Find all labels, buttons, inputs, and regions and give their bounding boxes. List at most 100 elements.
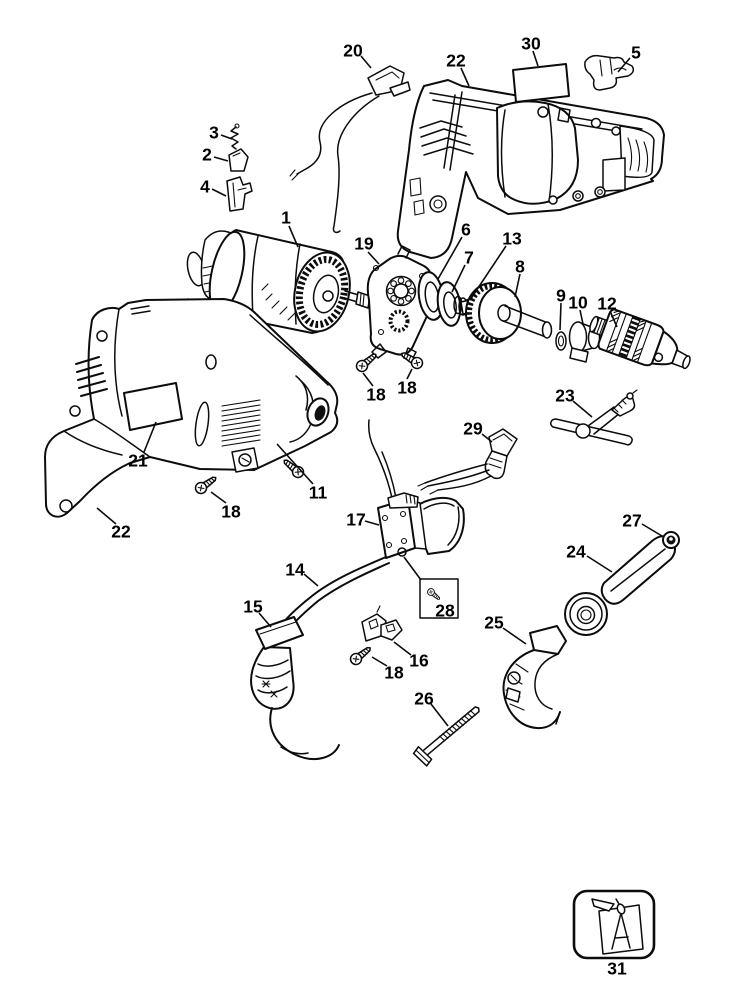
cord-protector (250, 616, 340, 760)
brush-bracket (584, 54, 635, 91)
screw-18-trigger (192, 472, 220, 497)
armature (149, 229, 371, 334)
part-number-label-18-21: 18 (221, 502, 241, 522)
leader-line-11-20 (276, 443, 314, 485)
leader-line-22-22 (96, 507, 117, 525)
leader-line-7-11 (451, 264, 466, 293)
leader-line-17-23 (364, 520, 380, 526)
brand-logo-badge (572, 889, 656, 960)
part-number-label-31-34: 31 (607, 959, 627, 979)
leader-line-20-0 (360, 55, 372, 69)
leader-line-10-14 (579, 309, 584, 325)
part-number-label-30-1: 30 (521, 34, 541, 54)
part-number-label-22-3: 22 (446, 51, 466, 71)
brush-spring (230, 123, 240, 150)
part-number-label-11-20: 11 (309, 483, 328, 503)
leader-line-19-8 (367, 251, 380, 265)
leader-line-1-7 (288, 225, 299, 248)
part-number-label-10-14: 10 (568, 293, 588, 313)
leader-line-2-5 (213, 156, 229, 162)
part-number-label-20-0: 20 (343, 41, 363, 61)
leader-line-8-12 (514, 273, 521, 298)
part-number-label-9-13: 9 (556, 286, 566, 306)
leader-line-30-1 (532, 50, 539, 67)
leader-line-16-31 (393, 641, 412, 656)
part-number-label-7-11: 7 (464, 248, 474, 268)
chuck (589, 308, 691, 370)
side-handle (564, 535, 676, 636)
housing-right-half (396, 79, 665, 259)
part-number-label-18-32: 18 (384, 663, 404, 683)
part-number-label-23-16: 23 (555, 386, 575, 406)
brush-holder (226, 176, 253, 212)
terminal-block (361, 605, 403, 642)
leader-line-26-33 (430, 703, 449, 727)
leader-line-13-10 (469, 245, 507, 301)
screw-18-gearbox-left (353, 349, 381, 375)
housing-left-half (44, 298, 339, 518)
part-number-label-16-31: 16 (409, 651, 429, 671)
boxed-screw (419, 578, 459, 619)
part-number-label-19-8: 19 (354, 234, 374, 254)
part-number-label-2-5: 2 (202, 145, 212, 165)
leader-line-5-2 (617, 57, 631, 73)
leader-line-24-26 (586, 555, 613, 573)
gear-spindle (460, 282, 553, 344)
leader-line-12-15 (609, 310, 618, 328)
leader-line-23-16 (572, 400, 593, 418)
leader-line-28-29 (403, 556, 422, 581)
label-plate (512, 63, 570, 103)
part-number-label-4-6: 4 (200, 177, 210, 197)
leader-line-3-4 (220, 134, 233, 140)
part-number-label-1-7: 1 (281, 208, 291, 228)
clamp-bolt (412, 706, 480, 767)
screw-18-terminal (347, 642, 375, 668)
part-number-label-26-33: 26 (414, 689, 434, 709)
part-number-label-24-26: 24 (566, 542, 586, 562)
part-number-label-18-17: 18 (366, 385, 386, 405)
washer-7 (436, 281, 462, 327)
part-number-label-17-23: 17 (346, 510, 365, 530)
leader-line-6-9 (437, 236, 463, 280)
leader-line-22-3 (460, 67, 470, 87)
leader-line-18-32 (371, 656, 388, 667)
screw-11 (279, 455, 307, 481)
part-number-label-12-15: 12 (597, 294, 617, 314)
lead-wires (417, 428, 518, 495)
leader-line-27-25 (641, 523, 663, 537)
carbon-brush (228, 148, 249, 172)
end-plate-bearing (366, 245, 433, 361)
part-number-label-29-24: 29 (463, 419, 483, 439)
part-number-label-22-22: 22 (111, 522, 131, 542)
lead-connector (289, 65, 411, 234)
handle-nut (662, 531, 680, 549)
leader-line-25-30 (502, 627, 527, 645)
part-number-label-25-30: 25 (484, 613, 504, 633)
trigger-switch (368, 419, 465, 559)
part-number-label-8-12: 8 (515, 257, 525, 277)
leader-line-15-28 (258, 612, 272, 628)
part-number-label-18-18: 18 (397, 378, 417, 398)
leader-line-21-19 (143, 421, 157, 453)
part-number-label-28-29: 28 (435, 601, 455, 621)
part-number-label-27-25: 27 (622, 511, 641, 531)
part-number-label-14-27: 14 (285, 560, 305, 580)
part-number-label-6-9: 6 (461, 220, 471, 240)
handle-clamp (502, 625, 567, 730)
washer-9 (555, 331, 567, 351)
leader-line-18-21 (210, 491, 227, 504)
leader-line-29-24 (481, 433, 493, 443)
leader-line-18-18 (406, 368, 413, 380)
part-number-label-5-2: 5 (631, 43, 641, 63)
part-number-label-21-19: 21 (128, 451, 148, 471)
chuck-key (550, 389, 638, 446)
part-number-label-13-10: 13 (502, 229, 522, 249)
part-number-label-3-4: 3 (209, 123, 219, 143)
part-number-label-15-28: 15 (243, 597, 263, 617)
leader-line-9-13 (559, 302, 562, 331)
leader-line-4-6 (211, 188, 227, 197)
leader-line-14-27 (303, 573, 319, 587)
